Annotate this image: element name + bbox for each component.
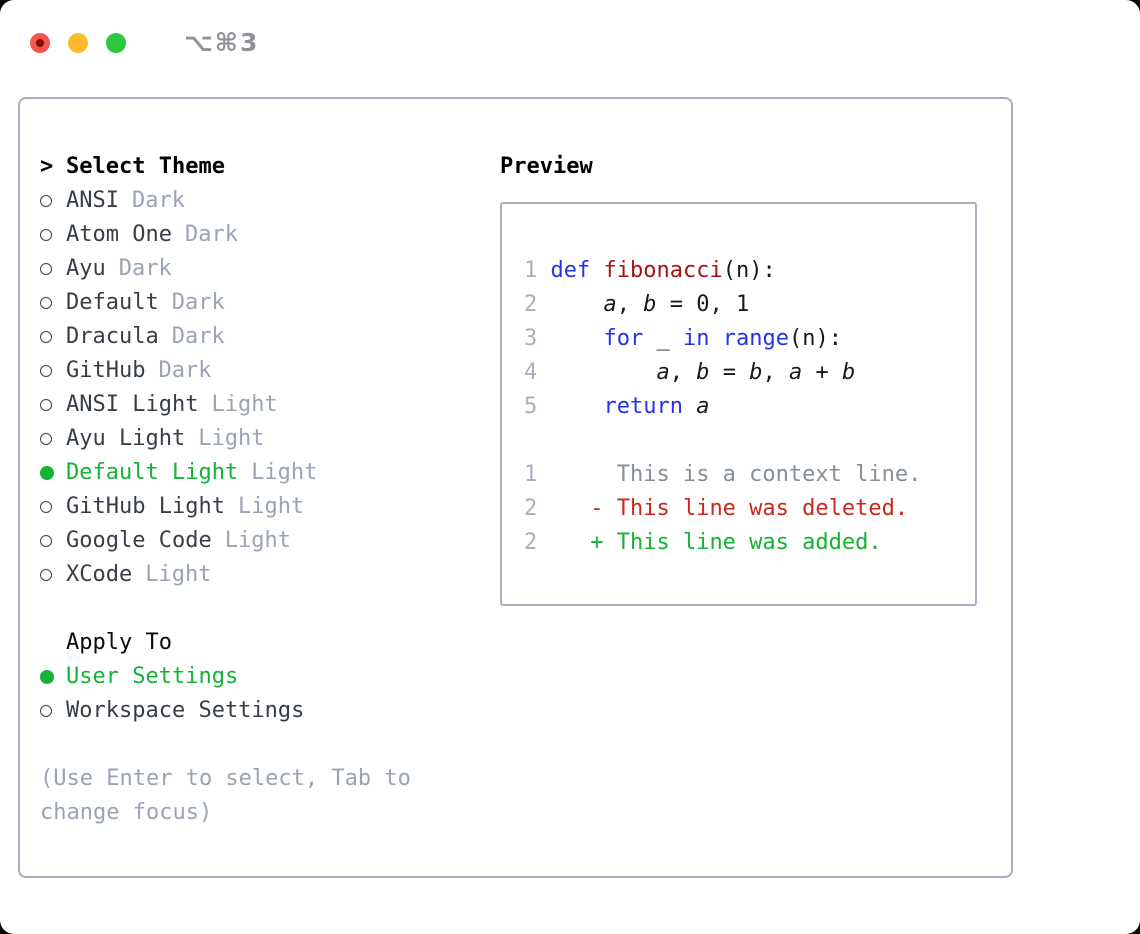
theme-variant: Light — [198, 426, 265, 451]
theme-name: Atom One — [66, 222, 172, 247]
theme-variant: Dark — [171, 290, 225, 315]
preview-line: 3 for _ in range(n): — [524, 326, 842, 351]
preview-box: 1 def fibonacci(n): 2 a, b = 0, 1 3 for _ … — [500, 202, 977, 606]
radio-icon — [40, 365, 52, 377]
radio-icon — [40, 569, 52, 581]
preview-line: 1 This is a context line. — [524, 462, 922, 487]
select-theme-title: Select Theme — [66, 154, 225, 179]
theme-variant: Light — [145, 562, 212, 587]
theme-name: Ayu — [66, 256, 106, 281]
line-number: 2 — [524, 496, 551, 521]
theme-variant: Light — [211, 392, 278, 417]
radio-icon — [40, 705, 52, 717]
line-number: 4 — [524, 360, 551, 385]
theme-item[interactable]: Ayu Light Light — [40, 422, 500, 456]
theme-variant: Dark — [158, 358, 212, 383]
theme-name: XCode — [66, 562, 133, 587]
theme-variant: Dark — [131, 188, 185, 213]
preview-line: 2 + This line was added. — [524, 530, 882, 555]
apply-option[interactable]: User Settings — [40, 660, 500, 694]
theme-item[interactable]: Dracula Dark — [40, 320, 500, 354]
theme-item[interactable]: Atom One Dark — [40, 218, 500, 252]
line-number: 1 — [524, 258, 551, 283]
theme-item[interactable]: Default Dark — [40, 286, 500, 320]
theme-name: Dracula — [66, 324, 159, 349]
close-button[interactable] — [30, 32, 50, 53]
theme-item[interactable]: XCode Light — [40, 558, 500, 592]
theme-name: GitHub Light — [66, 494, 225, 519]
radio-icon — [40, 195, 52, 207]
theme-item[interactable]: Google Code Light — [40, 524, 500, 558]
theme-name: ANSI — [66, 188, 119, 213]
theme-variant: Dark — [171, 324, 225, 349]
spacer — [40, 592, 500, 626]
radio-selected-icon — [40, 670, 54, 684]
theme-variant: Light — [224, 528, 291, 553]
line-number: 2 — [524, 292, 551, 317]
theme-item[interactable]: GitHub Light Light — [40, 490, 500, 524]
radio-selected-icon — [40, 466, 54, 480]
theme-variant: Light — [237, 494, 305, 519]
radio-icon — [40, 535, 52, 547]
apply-option-label: User Settings — [66, 664, 239, 689]
line-number: 3 — [524, 326, 551, 351]
preview-blank-line — [524, 424, 975, 458]
theme-variant: Light — [251, 460, 318, 485]
apply-to-title: Apply To — [66, 630, 172, 655]
preview-line: 2 - This line was deleted. — [524, 496, 909, 521]
preview-section: Preview 1 def fibonacci(n): 2 a, b = 0, 1… — [500, 99, 1011, 606]
preview-code: 1 def fibonacci(n): 2 a, b = 0, 1 3 for _ … — [524, 254, 975, 560]
select-theme-header: > Select Theme — [40, 150, 500, 184]
theme-variant: Dark — [118, 256, 172, 281]
help-text: (Use Enter to select, Tab to change focus… — [40, 762, 500, 830]
line-number: 1 — [524, 462, 551, 487]
line-number: 5 — [524, 394, 551, 419]
zoom-button[interactable] — [106, 32, 126, 53]
theme-item[interactable]: ANSI Dark — [40, 184, 500, 218]
window-shortcut-label: ⌥⌘3 — [184, 28, 260, 57]
theme-item[interactable]: Default Light Light — [40, 456, 500, 490]
titlebar: ⌥⌘3 — [30, 28, 259, 57]
theme-name: Google Code — [66, 528, 212, 553]
preview-line: 1 def fibonacci(n): — [524, 258, 776, 283]
theme-name: ANSI Light — [66, 392, 199, 417]
theme-variant: Dark — [184, 222, 238, 247]
help-line: (Use Enter to select, Tab to — [40, 766, 411, 791]
radio-icon — [40, 263, 52, 275]
radio-icon — [40, 331, 52, 343]
theme-name: Default Light — [66, 460, 239, 485]
apply-option[interactable]: Workspace Settings — [40, 694, 500, 728]
radio-icon — [40, 399, 52, 411]
focus-marker-icon: > — [40, 154, 54, 179]
radio-icon — [40, 297, 52, 309]
line-number: 2 — [524, 530, 551, 555]
radio-icon — [40, 501, 52, 513]
help-line: change focus) — [40, 800, 213, 825]
line-number — [524, 428, 537, 453]
preview-line: 4 a, b = b, a + b — [524, 360, 856, 385]
preview-line: 5 return a — [524, 394, 710, 419]
minimize-button[interactable] — [68, 32, 88, 53]
preview-line: 2 a, b = 0, 1 — [524, 292, 750, 317]
apply-option-label: Workspace Settings — [66, 698, 305, 723]
theme-name: Default — [66, 290, 159, 315]
theme-item[interactable]: Ayu Dark — [40, 252, 500, 286]
apply-to-header: Apply To — [40, 626, 500, 660]
theme-name: Ayu Light — [66, 426, 186, 451]
theme-item[interactable]: GitHub Dark — [40, 354, 500, 388]
preview-title: Preview — [500, 154, 593, 179]
theme-item[interactable]: ANSI Light Light — [40, 388, 500, 422]
close-dot-icon — [36, 38, 44, 47]
theme-name: GitHub — [66, 358, 146, 383]
radio-icon — [40, 433, 52, 445]
radio-icon — [40, 229, 52, 241]
